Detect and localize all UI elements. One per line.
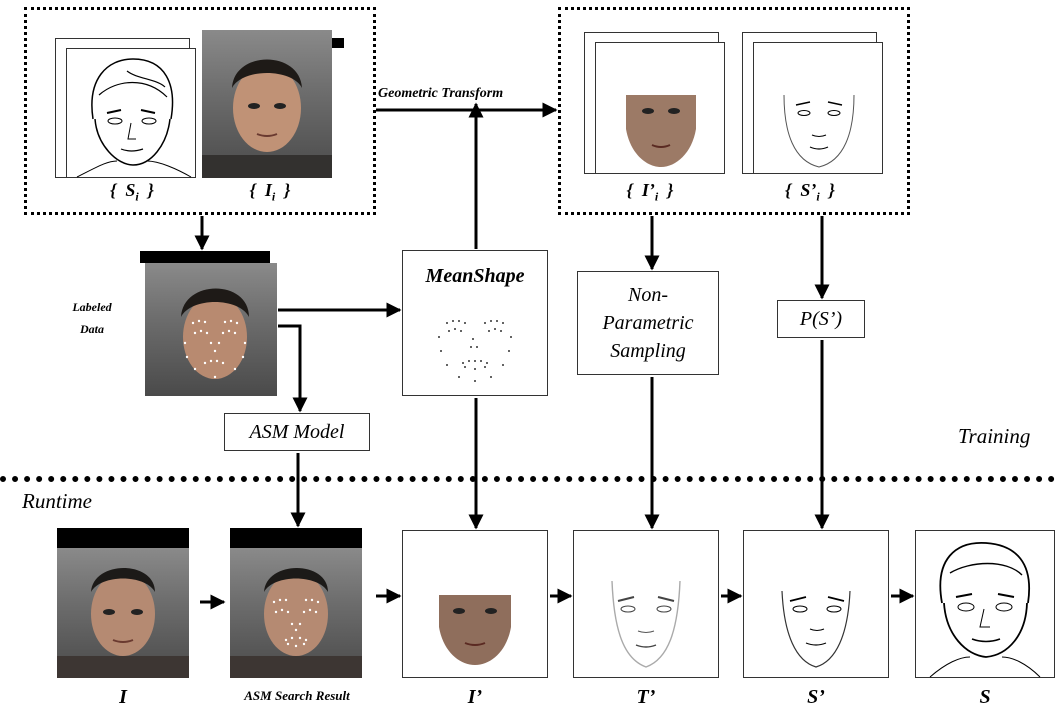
ip-i-symbol: I’ — [641, 180, 655, 200]
sketch-stack-front — [66, 48, 196, 178]
aligned-sketch-icon — [783, 94, 855, 168]
training-runtime-separator — [0, 476, 1055, 482]
asm-result-face-icon — [230, 568, 362, 678]
bottom-label-sp: S’ — [807, 686, 825, 708]
labeled-data-photo — [145, 263, 277, 396]
training-photo — [202, 30, 332, 178]
ps-box: P(S’) — [777, 300, 865, 338]
aligned-face-photo-icon — [626, 95, 696, 167]
s-i-symbol: S — [125, 180, 136, 200]
i-i-subscript: i — [271, 189, 276, 204]
sp-i-brace-close: } — [828, 180, 835, 200]
ip-i-subscript: i — [654, 189, 659, 204]
meanshape-points-icon — [438, 320, 512, 382]
sp-i-brace-open: { — [785, 180, 792, 200]
nonparametric-sampling-box: Non- Parametric Sampling — [577, 271, 719, 375]
asm-result-top-bar — [230, 528, 362, 548]
s-i-brace-open: { — [110, 180, 117, 200]
bottom-label-tp: T’ — [636, 686, 656, 708]
i-i-brace-close: } — [284, 180, 291, 200]
sp-i-label: { S’i } — [760, 180, 860, 205]
cartoon-sketch-icon — [76, 58, 192, 178]
s-i-label: { Si } — [82, 180, 182, 205]
aligned-sketch-stack-front — [753, 42, 883, 174]
final-cartoon-box — [915, 530, 1055, 678]
aligned-input-box — [402, 530, 548, 678]
aligned-photo-stack-front — [595, 42, 725, 174]
sp-i-symbol: S’ — [800, 180, 817, 200]
training-label: Training — [958, 424, 1031, 448]
s-i-subscript: i — [135, 189, 139, 204]
input-photo-top-bar — [57, 528, 189, 548]
asm-search-result-photo — [230, 548, 362, 678]
transformed-set-group — [558, 7, 910, 215]
bottom-label-asm: ASM Search Result — [244, 688, 350, 703]
bottom-label-s: S — [979, 686, 991, 708]
ip-i-label: { I’i } — [600, 180, 700, 205]
meanshape-title: MeanShape — [425, 265, 525, 287]
aligned-input-face-icon — [439, 595, 511, 665]
sketch-result-box — [743, 530, 889, 678]
labeled-photo-stack-back — [140, 251, 270, 263]
meanshape-box: MeanShape — [402, 250, 548, 396]
input-face-icon — [57, 568, 189, 678]
texture-result-box — [573, 530, 719, 678]
i-i-label: { Ii } — [220, 180, 320, 205]
i-i-brace-open: { — [249, 180, 256, 200]
bottom-label-i: I — [119, 686, 127, 708]
input-photo — [57, 548, 189, 678]
runtime-label: Runtime — [22, 489, 92, 513]
arrow-labeled-to-asm — [278, 324, 308, 413]
sp-i-subscript: i — [816, 189, 820, 204]
final-cartoon-icon — [929, 542, 1041, 678]
i-i-symbol: I — [264, 180, 272, 200]
training-set-group — [24, 7, 376, 215]
s-i-brace-close: } — [147, 180, 154, 200]
bottom-label-ip: I’ — [467, 686, 483, 708]
landmark-face-icon — [181, 288, 249, 379]
asm-model-box: ASM Model — [224, 413, 370, 451]
labeled-data-label: Labeled Data — [72, 300, 112, 336]
sketch-result-icon — [781, 590, 851, 668]
ip-i-brace-open: { — [626, 180, 633, 200]
ip-i-brace-close: } — [667, 180, 674, 200]
geometric-transform-label: Geometric Transform — [378, 86, 504, 101]
texture-sketch-icon — [611, 580, 681, 668]
face-photo-icon — [202, 59, 332, 178]
